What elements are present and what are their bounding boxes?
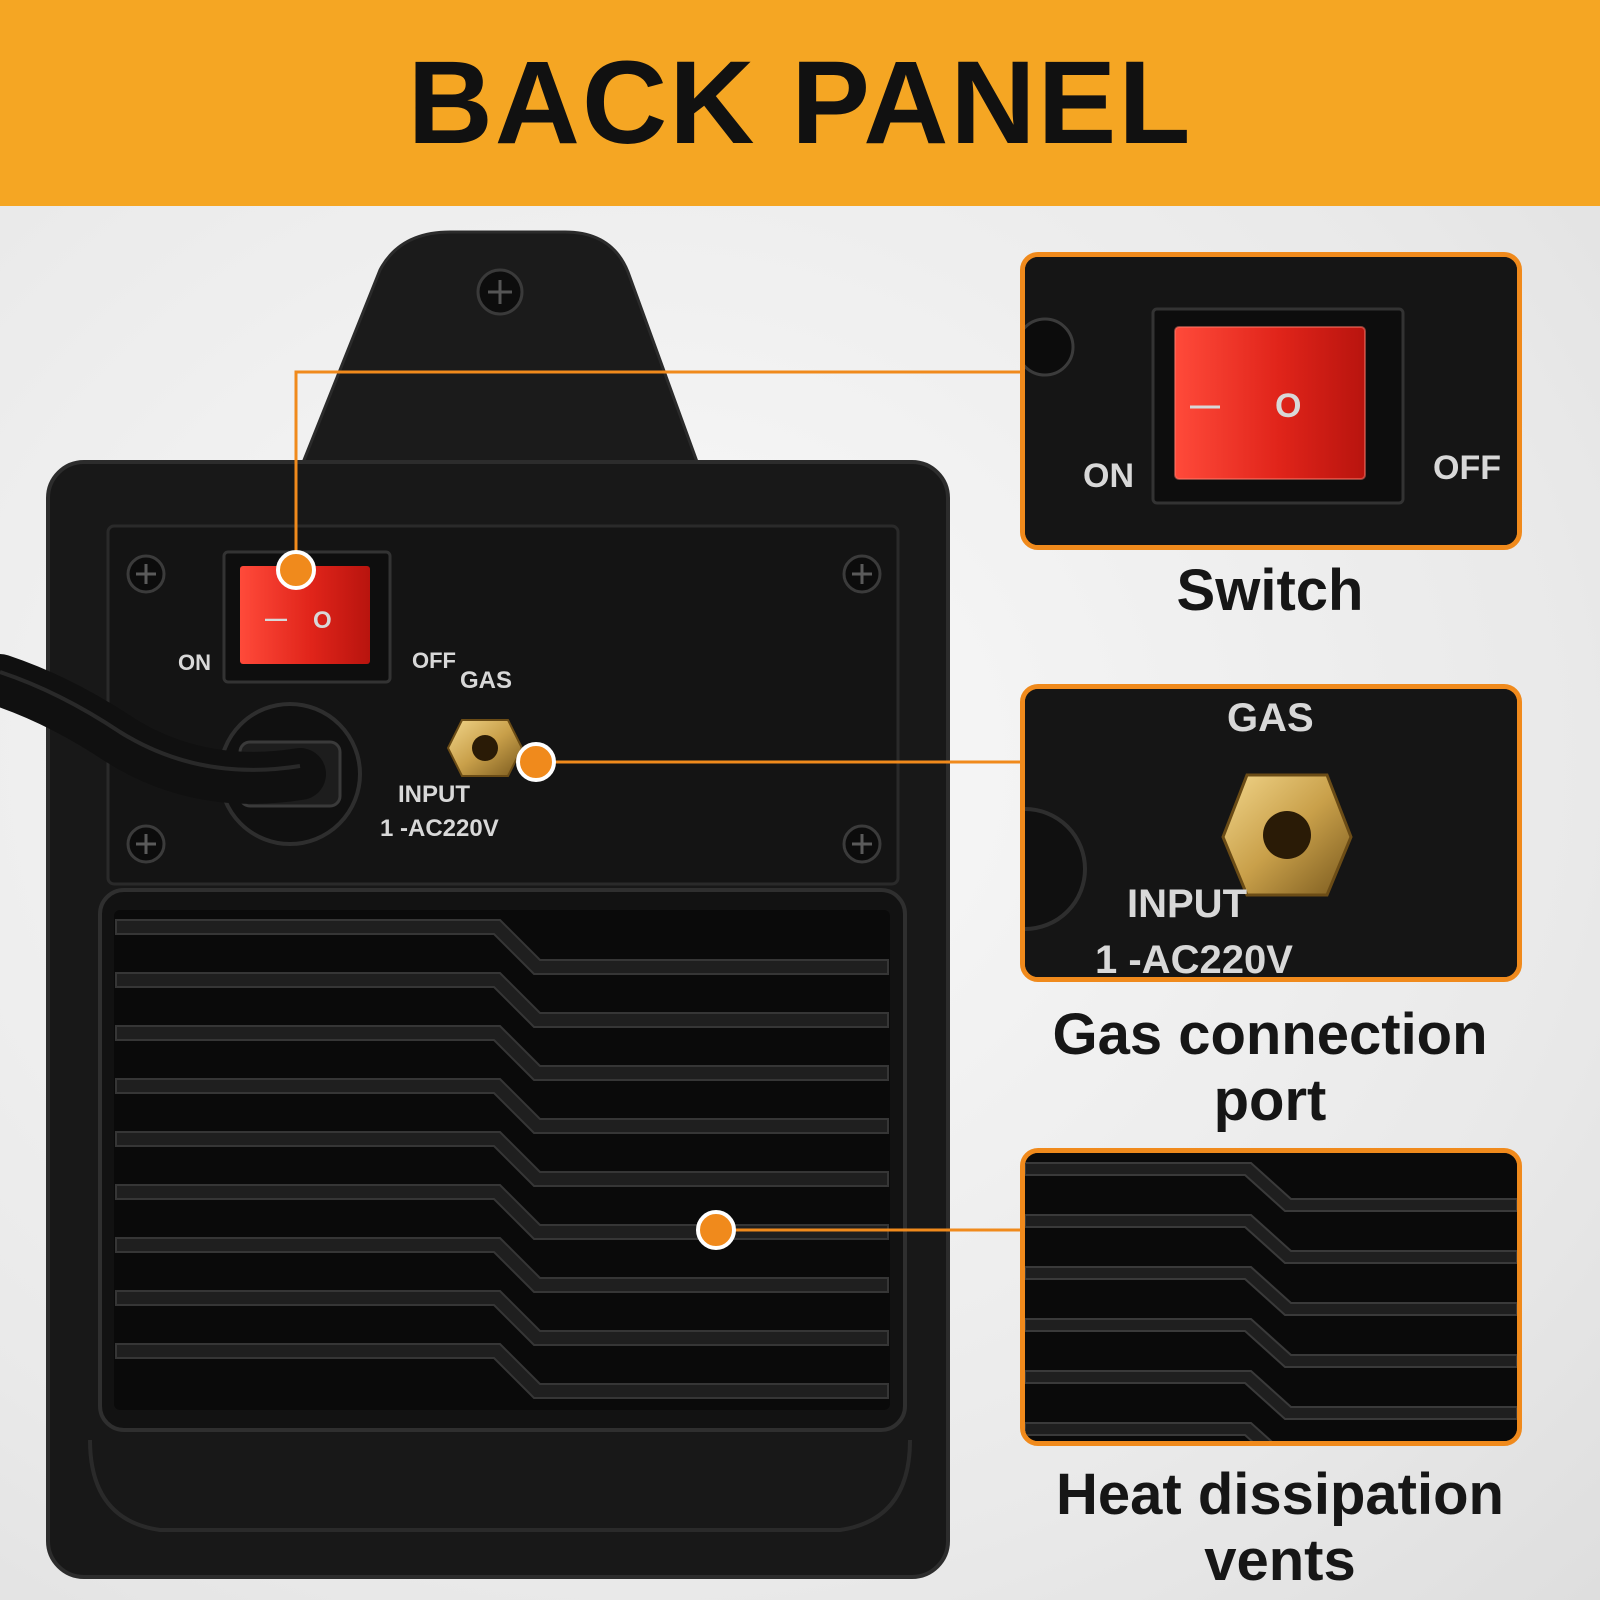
switch-zoom-off-label: OFF (1433, 449, 1501, 487)
title-banner: BACK PANEL (0, 0, 1600, 206)
switch-on-mark: — (265, 606, 287, 631)
switch-marker (276, 550, 316, 590)
vent-slat (115, 1025, 889, 1081)
vent-slat (1025, 1266, 1517, 1316)
vent-slat (1025, 1318, 1517, 1368)
callout-markers (276, 550, 736, 1250)
vent-slat (115, 1290, 889, 1346)
switch-on-label: ON (178, 650, 211, 675)
gas-port-zoom: GAS INPUT 1 -AC220V (1020, 684, 1522, 982)
vents-caption: Heat dissipation vents (1056, 1462, 1504, 1593)
device-handle (297, 230, 703, 472)
vent-grille (98, 888, 907, 1432)
vent-slat (1025, 1162, 1517, 1212)
voltage-zoom-label: 1 -AC220V (1095, 938, 1293, 977)
page-title: BACK PANEL (407, 37, 1193, 169)
vent-slat (115, 919, 889, 975)
vent-slat (115, 972, 889, 1028)
vents-zoom (1020, 1148, 1522, 1446)
switch-off-mark: O (313, 607, 332, 634)
gas-port-marker (516, 742, 556, 782)
vent-slat (115, 1343, 889, 1399)
vent-slat (115, 1078, 889, 1134)
vent-slat (115, 1184, 889, 1240)
vents-marker (696, 1210, 736, 1250)
input-zoom-label: INPUT (1127, 882, 1247, 926)
switch-zoom-on-mark: — (1190, 389, 1220, 422)
vent-slat (1025, 1214, 1517, 1264)
gas-label: GAS (460, 667, 512, 694)
switch-off-label: OFF (412, 648, 456, 673)
vent-slat (1025, 1370, 1517, 1420)
gas-port-caption: Gas connection port (1052, 1002, 1488, 1133)
vent-slat (115, 1237, 889, 1293)
switch-zoom-off-mark: O (1275, 387, 1301, 425)
vent-slat (115, 1131, 889, 1187)
switch-zoom: — O ON OFF (1020, 252, 1522, 550)
gas-zoom-label: GAS (1227, 696, 1314, 740)
switch-caption: Switch (1176, 558, 1364, 623)
input-label: INPUT (398, 781, 470, 808)
plate-screws (126, 554, 882, 864)
vent-slat (1025, 1422, 1273, 1441)
callout-leaders (294, 370, 1020, 1232)
switch-zoom-on-label: ON (1083, 457, 1134, 495)
voltage-label: 1 -AC220V (380, 815, 499, 842)
power-switch[interactable] (240, 566, 370, 664)
switch-zoom-rocker (1175, 327, 1365, 479)
power-cable (0, 654, 326, 804)
